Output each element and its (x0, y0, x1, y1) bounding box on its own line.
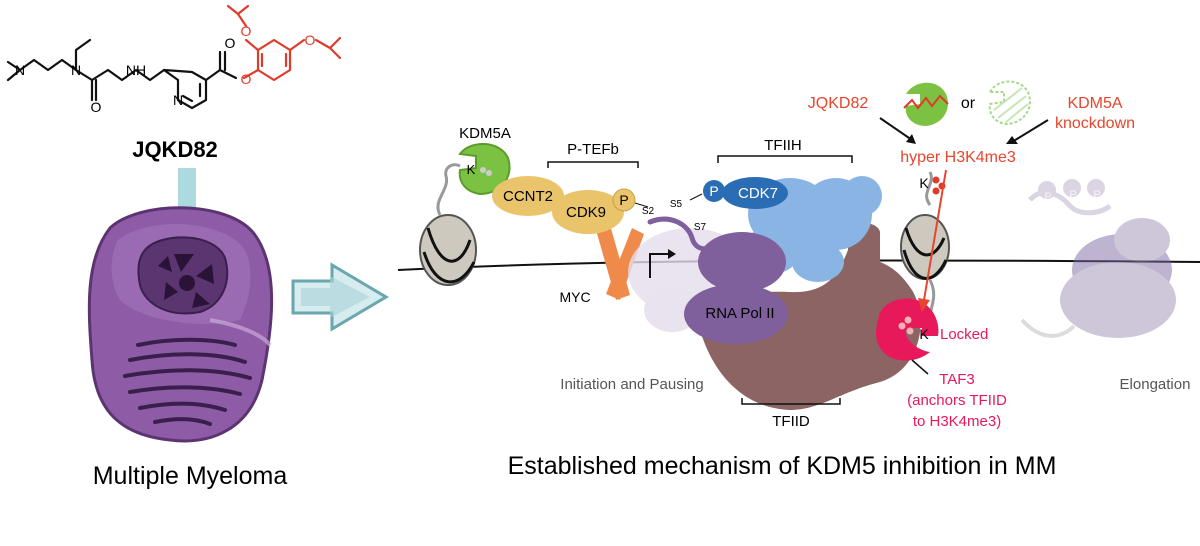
tfiih-label: TFIIH (764, 137, 802, 154)
elong-p3: P (1093, 189, 1100, 201)
taf3-label: TAF3 (939, 371, 975, 388)
atom-o5: O (305, 32, 316, 48)
s7-label: S7 (694, 222, 707, 233)
myc-label: MYC (559, 289, 590, 305)
tfiid-label: TFIID (772, 413, 810, 430)
jqkd82-ester-aryl (226, 4, 342, 82)
atom-o2: O (225, 35, 236, 51)
cdk9-to-s2-arrow (634, 202, 649, 208)
cdk7-label: CDK7 (738, 185, 778, 202)
taf3-protein (876, 298, 939, 361)
elong-p2: P (1069, 189, 1076, 201)
s2-label: S2 (642, 206, 655, 217)
ptefb-label: P-TEFb (567, 141, 619, 158)
rna-pol-ii (647, 216, 788, 344)
knockdown-arrow (1011, 119, 1049, 143)
atom-o4: O (241, 23, 252, 39)
tfiid-complex (700, 222, 921, 410)
endoplasmic-reticulum (123, 337, 252, 426)
elongation-complex (1020, 179, 1176, 338)
nucleus (137, 236, 229, 315)
cdk7-phospho (703, 180, 725, 202)
kdm5a-label: KDM5A (459, 125, 511, 142)
initiation-label: Initiation and Pausing (560, 376, 703, 393)
atom-n1: N (15, 62, 25, 78)
myc-factor (596, 225, 644, 300)
locked-label: Locked (940, 326, 988, 343)
k-residue-taf3: K (919, 326, 929, 342)
taf3-desc-line1: (anchors TFIID (907, 392, 1007, 409)
atom-o1: O (91, 99, 102, 115)
jqkd82-arrow (879, 117, 913, 141)
s5-label: S5 (670, 199, 683, 210)
elong-p1: P (1044, 191, 1051, 203)
or-label: or (961, 95, 976, 112)
disease-label: Multiple Myeloma (93, 462, 288, 490)
myeloma-cell (87, 206, 274, 443)
tss-arrow (649, 253, 670, 278)
knockdown-kdm5a-icon (988, 80, 1031, 126)
inhibited-kdm5a-icon (903, 82, 949, 126)
atom-npy: N (173, 92, 183, 108)
atom-nh: NH (126, 62, 146, 78)
atom-o3: O (241, 71, 252, 87)
ptefb-bracket (547, 161, 639, 168)
cdk7-to-s5-arrow (689, 193, 703, 201)
tfiih-bracket (717, 155, 853, 163)
taf3-pointer (911, 359, 929, 375)
ccnt2-protein (492, 176, 564, 216)
cdk9-phospho (612, 188, 636, 212)
cdk9-protein (552, 190, 624, 234)
elongation-label: Elongation (1120, 376, 1191, 393)
tfiid-bracket (741, 398, 841, 405)
cdk9-label: CDK9 (566, 204, 606, 221)
knockdown-label-line1: KDM5A (1067, 95, 1122, 112)
jqkd82-atom-labels: N N O NH N O O O O (15, 23, 316, 115)
cdk9-p-label: P (619, 192, 628, 208)
atom-n2: N (71, 62, 81, 78)
taf3-desc-line2: to H3K4me3) (913, 413, 1001, 430)
knockdown-label-line2: knockdown (1055, 115, 1135, 132)
k-residue-left: K (467, 162, 476, 177)
nucleosome-right (900, 171, 950, 323)
cdk7-protein (722, 177, 788, 209)
jqkd82-annotation: JQKD82 (808, 95, 869, 112)
k-residue-right: K (919, 175, 929, 191)
compound-name: JQKD82 (132, 137, 218, 162)
hyper-to-taf3-arrow (923, 169, 947, 301)
hyper-h3k4me3-label: hyper H3K4me3 (900, 149, 1016, 166)
cdk7-p-label: P (709, 183, 718, 199)
rna-pol-label: RNA Pol II (705, 305, 774, 322)
ccnt2-label: CCNT2 (503, 188, 553, 205)
mechanism-title: Established mechanism of KDM5 inhibition… (508, 452, 1057, 480)
nucleosome-left (419, 163, 477, 286)
kdm5a-enzyme (458, 142, 511, 196)
jqkd82-structure (6, 38, 238, 110)
